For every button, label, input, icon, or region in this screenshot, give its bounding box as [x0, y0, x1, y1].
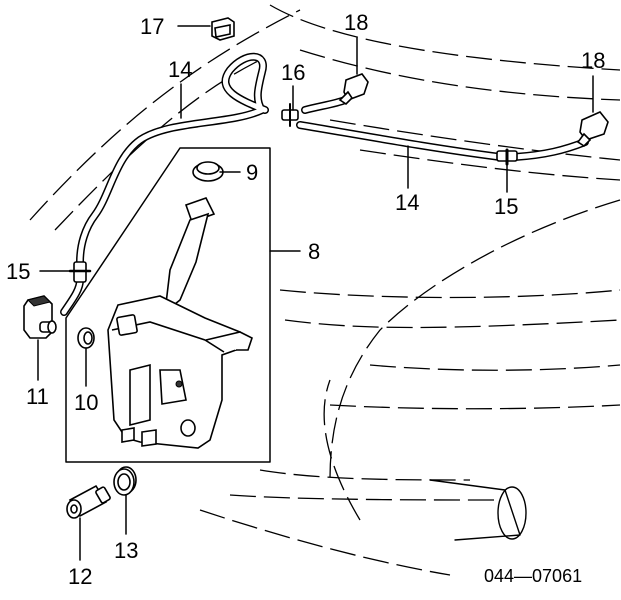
- callout-9: 9: [246, 160, 258, 185]
- headlamp-outline: [429, 479, 527, 541]
- hose-clip-17: [211, 17, 235, 41]
- callout-16: 16: [281, 60, 305, 85]
- washer-pump-11: [23, 295, 57, 339]
- callout-18-right: 18: [581, 48, 605, 73]
- tee-joint-15-left: [68, 261, 92, 283]
- washer-reservoir-8: [107, 197, 253, 449]
- callout-11: 11: [26, 384, 49, 409]
- callout-10: 10: [74, 390, 98, 415]
- callout-14-upper: 14: [168, 57, 192, 82]
- vehicle-body-outline: [29, 4, 621, 576]
- callout-8: 8: [308, 239, 320, 264]
- callout-18-center: 18: [344, 10, 368, 35]
- washer-nozzle-18-center: [338, 73, 369, 106]
- reservoir-assembly-frame: [65, 147, 271, 463]
- reservoir-cap-9: [192, 161, 224, 182]
- callout-14-lower: 14: [395, 190, 419, 215]
- washer-nozzle-18-right: [576, 111, 609, 148]
- washer-hose-right: [296, 96, 589, 161]
- nozzle-12: [66, 484, 111, 519]
- callout-15-left: 15: [6, 259, 30, 284]
- grommet-10: [77, 327, 95, 349]
- callout-13: 13: [114, 538, 138, 563]
- joint-16: [281, 103, 299, 127]
- seal-ring-13: [113, 466, 137, 496]
- diagram-code: 044—07061: [484, 566, 582, 586]
- washer-hose-left: [60, 52, 269, 316]
- callout-12: 12: [68, 564, 92, 589]
- callout-17: 17: [140, 14, 164, 39]
- leader-lines: [37, 25, 594, 561]
- tee-joint-15-right: [496, 148, 518, 166]
- callout-15-right: 15: [494, 194, 518, 219]
